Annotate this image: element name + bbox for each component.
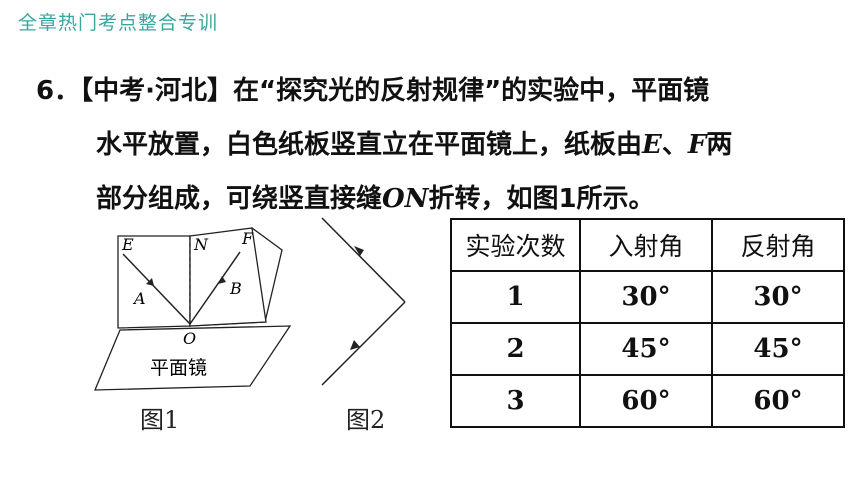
question-line-1: 6．【中考·河北】在“探究光的反射规律”的实验中，平面镜: [36, 64, 836, 118]
table-header-row: 实验次数 入射角 反射角: [450, 218, 845, 272]
cell-trial: 2: [450, 322, 581, 376]
experiment-table: 实验次数 入射角 反射角 1 30° 30° 2 45° 45° 3 60° 6…: [450, 218, 845, 428]
cell-trial: 1: [450, 270, 581, 324]
label-E: E: [121, 235, 134, 254]
ray-incoming-arrow: [350, 340, 360, 350]
figure-1-caption: 图1: [140, 406, 180, 434]
line2-text: 水平放置，白色纸板竖直立在平面镜上，纸板由: [96, 130, 643, 160]
table-row: 3 60° 60°: [450, 374, 845, 428]
incident-ray: [122, 253, 191, 325]
symbol-E: E: [642, 130, 662, 160]
cell-incidence: 45°: [579, 322, 713, 376]
cell-incidence: 60°: [579, 374, 713, 428]
ray-outgoing: [321, 217, 406, 303]
question-text: 6．【中考·河北】在“探究光的反射规律”的实验中，平面镜 水平放置，白色纸板竖直…: [36, 64, 836, 226]
cell-reflection: 60°: [711, 374, 845, 428]
label-A: A: [132, 289, 146, 308]
ray-outgoing-arrow: [354, 246, 364, 256]
figure-2-caption: 图2: [346, 406, 386, 434]
incident-arrow: [146, 278, 154, 286]
ray-incoming: [321, 301, 406, 386]
header-trial: 实验次数: [450, 218, 581, 272]
line3-text: 部分组成，可绕竖直接缝: [96, 184, 383, 214]
table-row: 2 45° 45°: [450, 322, 845, 376]
question-line-3: 部分组成，可绕竖直接缝ON折转，如图1所示。: [36, 172, 836, 226]
cell-trial: 3: [450, 374, 581, 428]
label-F: F: [241, 229, 254, 248]
symbol-F: F: [687, 130, 707, 160]
header-reflection-angle: 反射角: [711, 218, 845, 272]
question-line1-text: 在“探究光的反射规律”的实验中，平面镜: [232, 76, 710, 106]
mirror-plane: [94, 325, 292, 391]
cell-reflection: 45°: [711, 322, 845, 376]
header-incidence-angle: 入射角: [579, 218, 713, 272]
figure-1-diagram: E N F A B O 平面镜: [94, 227, 292, 391]
cell-incidence: 30°: [579, 270, 713, 324]
slide-header: 全章热门考点整合专训: [18, 12, 219, 34]
question-source: 【中考·河北】: [80, 76, 233, 106]
reflected-arrow: [218, 276, 226, 284]
line3-tail: 折转，如图1所示。: [428, 184, 655, 214]
question-number: 6．: [36, 76, 81, 106]
table-row: 1 30° 30°: [450, 270, 845, 324]
mirror-label: 平面镜: [150, 357, 207, 379]
label-O: O: [183, 329, 196, 348]
figure-2-diagram: [321, 217, 406, 386]
line2-tail: 两: [706, 130, 733, 160]
cell-reflection: 30°: [711, 270, 845, 324]
separator: 、: [661, 130, 688, 160]
reflected-ray: [189, 251, 241, 325]
question-line-2: 水平放置，白色纸板竖直立在平面镜上，纸板由E、F两: [36, 118, 836, 172]
symbol-ON: ON: [382, 184, 429, 214]
label-N: N: [193, 235, 209, 254]
label-B: B: [229, 279, 242, 298]
